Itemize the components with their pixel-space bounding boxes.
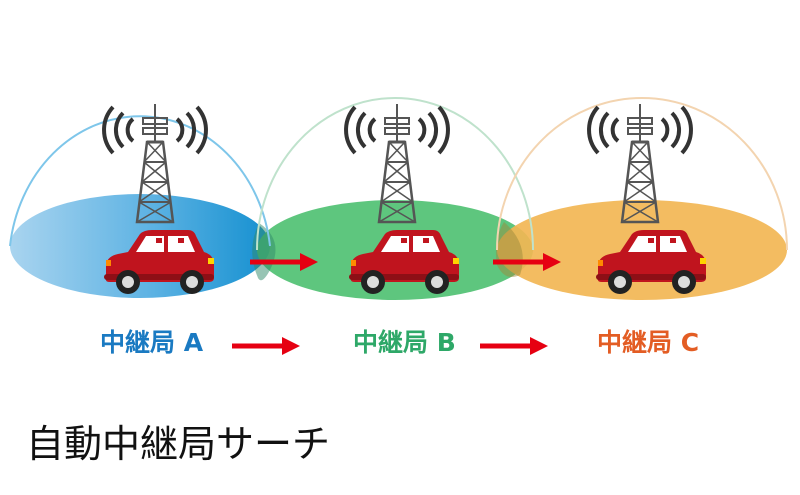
station-label-a: 中継局 A: [100, 328, 204, 357]
arrow-right-icon: [480, 337, 548, 355]
arrow-right-icon: [232, 337, 300, 355]
station-label-c: 中継局 C: [597, 328, 700, 357]
station-label-b: 中継局 B: [353, 328, 456, 357]
page-title: 自動中継局サーチ: [26, 422, 331, 466]
coverage-dome-b: [256, 97, 534, 251]
coverage-dome-a: [9, 115, 271, 247]
coverage-dome-c: [496, 97, 788, 251]
